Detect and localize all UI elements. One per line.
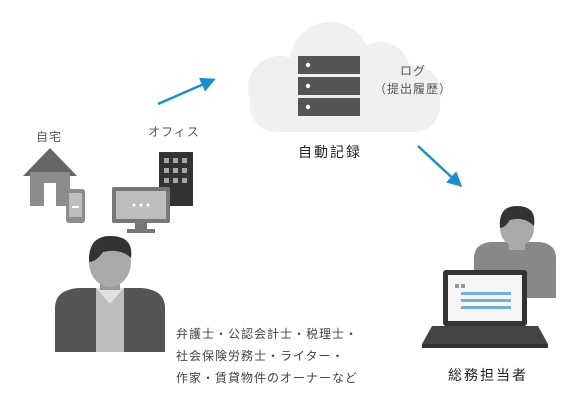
user-description-line: 弁護士・公認会計士・税理士・ xyxy=(176,327,359,341)
user-description-line: 作家・賃貸物件のオーナーなど xyxy=(176,371,359,385)
home-label: 自宅 xyxy=(36,130,63,144)
admin-label: 総務担当者 xyxy=(448,368,528,384)
office-label: オフィス xyxy=(148,125,200,139)
server-icon xyxy=(298,56,360,116)
smartphone-icon xyxy=(66,189,85,223)
user-person-icon xyxy=(55,236,165,352)
auto-record-label: 自動記録 xyxy=(298,145,362,161)
user-description: 弁護士・公認会計士・税理士・ 社会保険労務士・ライター・ 作家・賃貸物件のオーナ… xyxy=(176,323,358,389)
user-description-line: 社会保険労務士・ライター・ xyxy=(176,349,345,363)
arrow-icon xyxy=(417,145,463,188)
arrow-icon xyxy=(157,77,216,106)
laptop-icon xyxy=(422,270,548,348)
log-label: ログ xyxy=(400,64,427,78)
house-icon xyxy=(23,148,77,206)
log-history-label: （提出履歴） xyxy=(374,82,453,96)
monitor-icon xyxy=(112,187,170,233)
